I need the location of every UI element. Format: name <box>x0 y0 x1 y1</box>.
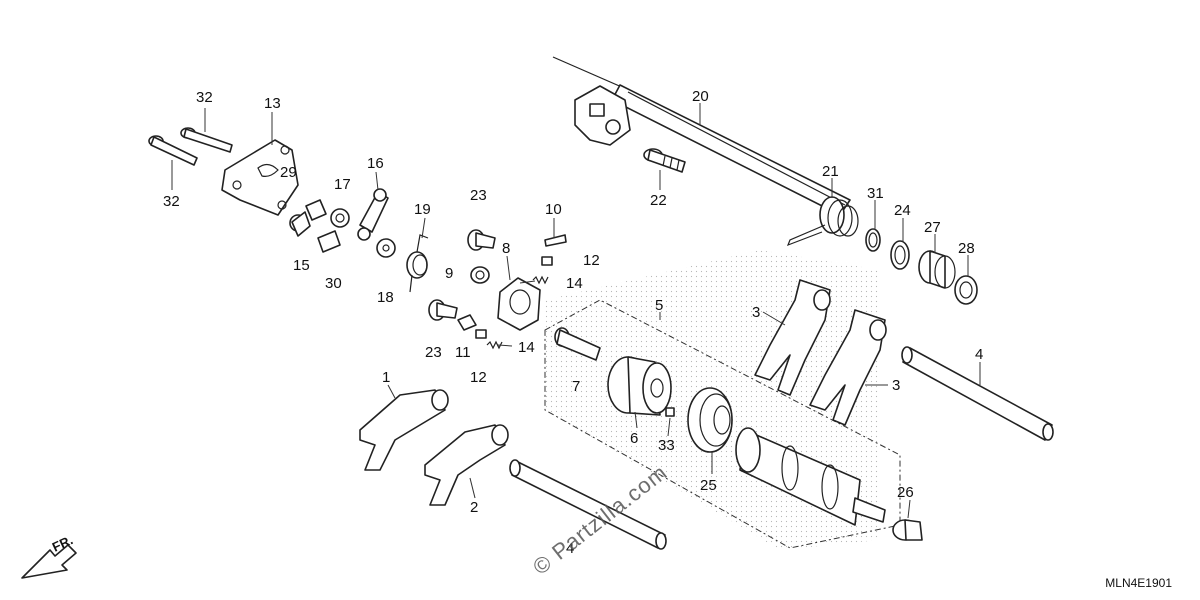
bolt-32-upper[interactable] <box>180 127 233 153</box>
callout-11: 11 <box>455 344 471 361</box>
collar-30[interactable] <box>317 230 341 253</box>
stopper-plate-13[interactable] <box>221 139 299 216</box>
callout-28: 28 <box>958 240 975 257</box>
callout-30: 30 <box>325 275 342 292</box>
callout-12a: 12 <box>583 252 600 269</box>
spring-14-lower[interactable] <box>486 340 503 350</box>
diagram-code: MLN4E1901 <box>1105 576 1172 590</box>
callout-21: 21 <box>822 163 839 180</box>
callout-8: 8 <box>502 240 510 257</box>
assembly-5-outline <box>544 299 901 549</box>
callout-14b: 14 <box>518 339 535 356</box>
bolt-32-lower[interactable] <box>148 135 198 166</box>
callout-4b: 4 <box>975 346 983 363</box>
callout-10: 10 <box>545 201 562 218</box>
fork-shaft-4-left[interactable] <box>509 459 667 550</box>
callout-31: 31 <box>867 185 884 202</box>
callout-29: 29 <box>280 164 297 181</box>
pawl-12-upper[interactable] <box>541 256 553 266</box>
callout-1: 1 <box>382 369 390 386</box>
callout-12b: 12 <box>470 369 487 386</box>
callout-3b: 3 <box>892 377 900 394</box>
callout-labels: 32 13 32 29 17 16 15 30 18 19 23 9 8 10 … <box>163 88 983 557</box>
callout-32b: 32 <box>163 193 180 210</box>
pin-33[interactable] <box>665 407 675 417</box>
collar-29[interactable] <box>305 199 327 221</box>
callout-4a: 4 <box>566 540 574 557</box>
collar-26[interactable] <box>892 519 923 541</box>
callout-27: 27 <box>924 219 941 236</box>
washer-17[interactable] <box>330 208 350 228</box>
spring-19[interactable] <box>406 234 429 293</box>
callout-32a: 32 <box>196 89 213 106</box>
callout-16: 16 <box>367 155 384 172</box>
callout-18: 18 <box>377 289 394 306</box>
callout-17: 17 <box>334 176 351 193</box>
callout-26: 26 <box>897 484 914 501</box>
callout-9: 9 <box>445 265 453 282</box>
front-direction-arrow-icon <box>21 544 77 579</box>
needle-bearing-27[interactable] <box>918 250 956 289</box>
callout-3a: 3 <box>752 304 760 321</box>
shift-drum-center-8[interactable] <box>497 277 541 331</box>
shift-fork-1[interactable] <box>359 389 449 471</box>
callout-23a: 23 <box>470 187 487 204</box>
washer-24[interactable] <box>890 240 910 270</box>
bearing-25[interactable] <box>687 387 733 453</box>
washer-18[interactable] <box>376 238 396 258</box>
fork-shaft-4-right[interactable] <box>901 346 1054 441</box>
washer-9[interactable] <box>470 266 490 284</box>
shift-drum-main[interactable] <box>735 427 886 526</box>
stopper-arm-16[interactable] <box>357 188 389 241</box>
spring-14-upper[interactable] <box>532 275 549 285</box>
spring-21[interactable] <box>786 196 859 247</box>
pin-10[interactable] <box>544 234 567 247</box>
callout-2: 2 <box>470 499 478 516</box>
callout-13: 13 <box>264 95 281 112</box>
callout-22: 22 <box>650 192 667 209</box>
oil-seal-28[interactable] <box>954 275 978 305</box>
pawl-11[interactable] <box>457 314 477 331</box>
leader-lines <box>171 103 981 519</box>
circlip-31[interactable] <box>865 228 881 252</box>
callout-25: 25 <box>700 477 717 494</box>
callout-33: 33 <box>658 437 675 454</box>
shift-fork-2[interactable] <box>424 424 509 506</box>
bolt-23-upper[interactable] <box>467 229 496 251</box>
callout-23b: 23 <box>425 344 442 361</box>
callout-24: 24 <box>894 202 911 219</box>
bolt-23-lower[interactable] <box>428 299 458 321</box>
callout-14a: 14 <box>566 275 583 292</box>
collar-15[interactable] <box>289 211 311 237</box>
shift-fork-3-lower[interactable] <box>809 309 887 426</box>
shift-fork-3-upper[interactable] <box>754 279 831 396</box>
callout-5: 5 <box>655 297 663 314</box>
callout-19: 19 <box>414 201 431 218</box>
pawl-12-lower[interactable] <box>475 329 487 339</box>
bolt-22[interactable] <box>643 148 686 173</box>
bolt-7[interactable] <box>554 327 601 361</box>
callout-7: 7 <box>572 378 580 395</box>
shift-shaft-20[interactable] <box>552 56 851 216</box>
callout-20: 20 <box>692 88 709 105</box>
callout-15: 15 <box>293 257 310 274</box>
callout-6: 6 <box>630 430 638 447</box>
shift-drum-segment-6[interactable] <box>607 356 672 416</box>
